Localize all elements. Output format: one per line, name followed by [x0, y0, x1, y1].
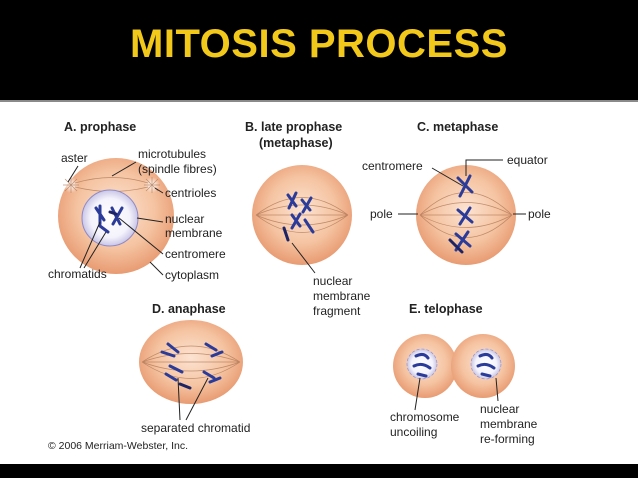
label-membrane: membrane — [165, 226, 223, 240]
stage-title-anaphase: D. anaphase — [152, 302, 226, 316]
label-equator: equator — [507, 153, 548, 167]
label-reforming: re-forming — [480, 432, 535, 446]
stage-title-metaphase: C. metaphase — [417, 120, 498, 134]
prophase-aster-left — [63, 177, 79, 193]
metaphase-chromosomes — [448, 174, 474, 254]
leader-separated-chromatid — [177, 377, 209, 421]
label-spindle-fibres: (spindle fibres) — [138, 162, 217, 176]
stage-prophase: A. prophase aster microtu — [48, 120, 226, 282]
label-membrane-b: membrane — [313, 289, 371, 303]
stage-late-prophase: B. late prophase (metaphase) nuclear mem… — [245, 120, 371, 318]
stage-title-prophase: A. prophase — [64, 120, 136, 134]
late-prophase-chromosomes — [282, 191, 315, 242]
label-nuclear-b: nuclear — [313, 274, 352, 288]
anaphase-spindle — [141, 345, 241, 379]
stage-title-late-prophase: B. late prophase — [245, 120, 342, 134]
leader-nuclear-fragment — [291, 242, 316, 274]
stage-title-telophase: E. telophase — [409, 302, 483, 316]
label-pole-right: pole — [528, 207, 551, 221]
late-prophase-spindle — [255, 197, 349, 233]
label-centrioles: centrioles — [165, 186, 216, 200]
leader-nuclear-reforming — [495, 377, 499, 402]
leader-aster — [67, 165, 79, 183]
label-separated-chromatid: separated chromatid — [141, 421, 250, 435]
label-nuclear: nuclear — [165, 212, 204, 226]
label-fragment-b: fragment — [313, 304, 361, 318]
prophase-nucleus — [81, 189, 139, 247]
label-nuclear-e: nuclear — [480, 402, 519, 416]
leader-nuclear-membrane — [136, 217, 164, 223]
leader-centromere-c — [431, 167, 464, 187]
anaphase-chromatids — [160, 342, 224, 390]
label-chromosome: chromosome — [390, 410, 460, 424]
stage-metaphase: C. metaphase centromere equator pole pol… — [362, 120, 551, 265]
copyright-text: © 2006 Merriam-Webster, Inc. — [48, 440, 188, 452]
label-cytoplasm: cytoplasm — [165, 268, 219, 282]
label-uncoiling: uncoiling — [390, 425, 437, 439]
label-membrane-e: membrane — [480, 417, 538, 431]
stage-anaphase: D. anaphase separated chromatid — [139, 302, 250, 435]
label-centromere-a: centromere — [165, 247, 226, 261]
stage-telophase: E. telophase chromosome uncoiling nuclea… — [390, 302, 538, 446]
telophase-chromosomes — [412, 352, 496, 378]
prophase-aster-right — [144, 177, 160, 193]
stage-subtitle-late-prophase: (metaphase) — [259, 136, 333, 150]
label-chromatids: chromatids — [48, 267, 107, 281]
bottom-bar — [0, 464, 638, 478]
label-aster: aster — [61, 151, 88, 165]
leader-chromosome-uncoiling — [414, 377, 421, 411]
title-divider — [0, 100, 638, 102]
leader-equator — [465, 159, 503, 176]
leader-centrioles — [154, 187, 164, 194]
slide-title: MITOSIS PROCESS — [130, 22, 508, 66]
prophase-chromatids — [94, 204, 124, 234]
leader-microtubules — [111, 161, 137, 177]
leader-cytoplasm — [149, 261, 164, 276]
leader-centromere-a — [118, 217, 164, 255]
label-pole-left: pole — [370, 207, 393, 221]
label-microtubules: microtubules — [138, 147, 206, 161]
title-bar: MITOSIS PROCESS — [0, 0, 638, 100]
leader-chromatids — [79, 221, 107, 269]
label-centromere-c: centromere — [362, 159, 423, 173]
